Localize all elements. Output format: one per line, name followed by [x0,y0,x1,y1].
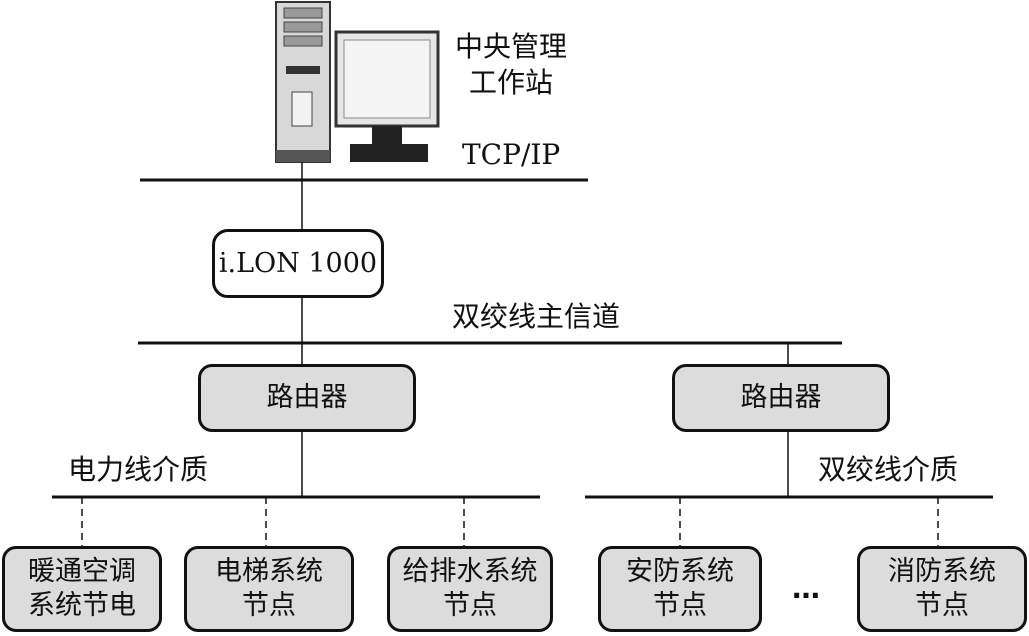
node-elevator-line1: 电梯系统 [215,556,323,588]
ilon-1000-box: i.LON 1000 [212,229,384,298]
workstation-label-line1: 中央管理 [455,30,568,63]
main-channel-label: 双绞线主信道 [452,300,621,333]
node-fire-box: 消防系统 节点 [857,546,1027,632]
node-security-line2: 节点 [653,590,707,621]
node-fire-line2: 节点 [915,590,969,621]
node-security-line1: 安防系统 [626,556,734,588]
node-elevator-box: 电梯系统 节点 [184,546,354,632]
router-left-box: 路由器 [198,364,416,432]
connection-lines [52,162,993,546]
node-water-line1: 给排水系统 [402,556,538,588]
node-water-line2: 节点 [443,590,497,621]
node-security-box: 安防系统 节点 [598,546,762,632]
power-line-media-label: 电力线介质 [68,453,209,486]
node-hvac-line2: 系统节电 [28,590,136,621]
node-elevator-line2: 节点 [242,590,296,621]
tcpip-label: TCP/IP [462,138,561,171]
node-fire-line1: 消防系统 [888,556,996,588]
more-nodes-ellipsis: … [792,572,822,605]
node-water-box: 给排水系统 节点 [387,546,553,632]
router-right-label: 路由器 [740,382,822,414]
workstation-label-line2: 工作站 [469,66,554,99]
router-right-box: 路由器 [672,364,890,432]
node-hvac-line1: 暖通空调 [28,556,136,588]
router-left-label: 路由器 [266,382,348,414]
workstation-computer-icon [275,1,440,163]
ilon-1000-label: i.LON 1000 [218,247,378,279]
node-hvac-box: 暖通空调 系统节电 [2,546,162,632]
twisted-pair-media-label: 双绞线介质 [818,453,959,486]
